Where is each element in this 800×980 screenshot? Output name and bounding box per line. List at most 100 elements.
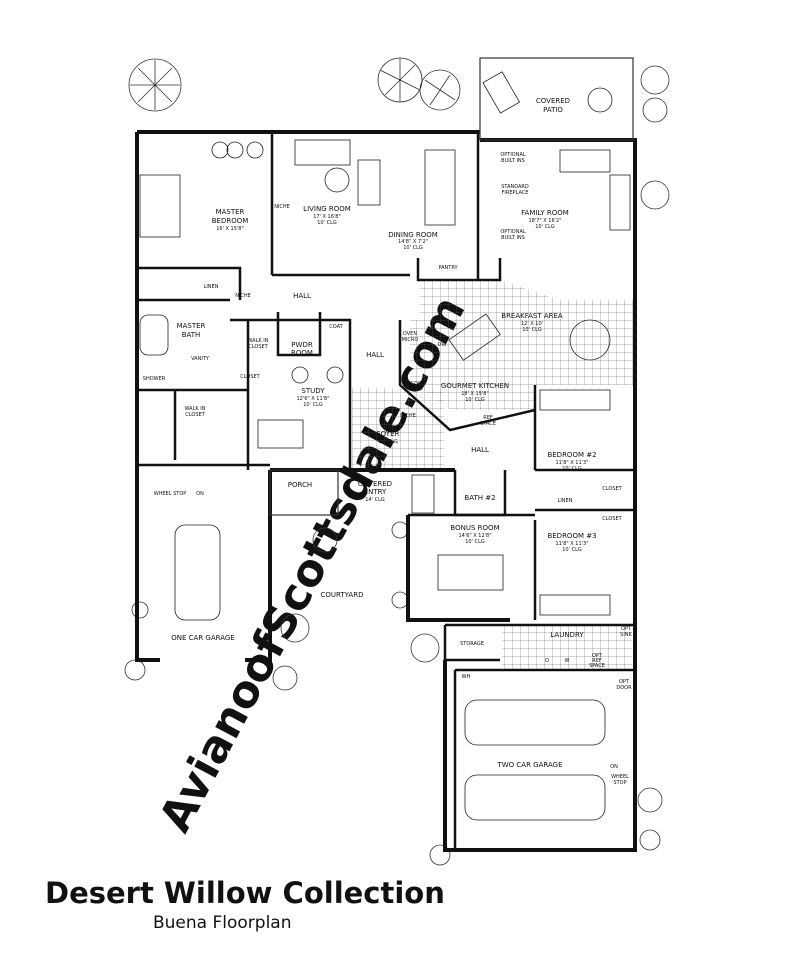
- dining-room-label: DINING ROOM 14'8" X 7'2" 10' CLG: [388, 231, 438, 251]
- breakfast-area-label: BREAKFAST AREA 12' X 10' 10' CLG: [501, 312, 563, 333]
- hall-label: HALL: [366, 351, 384, 359]
- svg-text:REF: REF: [592, 658, 602, 664]
- on-label: ON: [610, 764, 618, 770]
- porch-label: PORCH: [288, 481, 312, 489]
- svg-text:18'7" X 16'2": 18'7" X 16'2": [528, 218, 561, 224]
- opt-ref-space-label: OPT REF SPACE: [589, 653, 605, 669]
- svg-text:10' CLG: 10' CLG: [535, 224, 555, 230]
- sofa-icon: [559, 149, 611, 173]
- courtyard-label: COURTYARD: [321, 591, 364, 599]
- svg-text:BEDROOM: BEDROOM: [212, 217, 249, 225]
- study-label: STUDY 12'6" X 11'8" 10' CLG: [296, 387, 329, 408]
- bedroom-3-label: BEDROOM #3 11'8" X 11'3" 10' CLG: [547, 532, 596, 553]
- oven-micro-label: OVEN MICRO: [402, 331, 419, 343]
- svg-text:MASTER: MASTER: [216, 208, 245, 216]
- walk-in-closet-label: WALK IN CLOSET: [248, 338, 269, 350]
- foyer-label: FOYER 12' CLG: [377, 430, 400, 445]
- tile-floor: [352, 280, 635, 670]
- svg-text:14'8" X 7'2": 14'8" X 7'2": [398, 239, 428, 245]
- tree-icon: [272, 527, 338, 691]
- bedroom-2-label: BEDROOM #2 11'8" X 11'3" 10' CLG: [547, 451, 596, 472]
- kitchen-island-icon: [448, 313, 501, 361]
- pantry-label: PANTRY: [438, 265, 458, 271]
- svg-text:OPT: OPT: [621, 626, 632, 632]
- bathtub-icon: [139, 314, 169, 356]
- svg-text:DINING ROOM: DINING ROOM: [388, 231, 438, 239]
- niche-label: NICHE: [274, 204, 290, 210]
- room-labels: COVERED PATIO MASTER BEDROOM 16' X 15'8"…: [143, 97, 633, 786]
- svg-text:10' CLG: 10' CLG: [522, 327, 542, 333]
- svg-text:10' CLG: 10' CLG: [303, 402, 323, 408]
- sofa-icon: [294, 139, 351, 166]
- tree-icon: [128, 58, 182, 112]
- svg-text:11'8" X 11'3": 11'8" X 11'3": [555, 460, 588, 466]
- master-bath-label: MASTER BATH: [177, 322, 206, 339]
- svg-text:REF: REF: [483, 415, 493, 421]
- svg-text:OPT: OPT: [592, 653, 603, 659]
- dining-table-icon: [424, 149, 456, 226]
- niche-label: NICHE: [235, 293, 251, 299]
- sofa-icon: [609, 174, 631, 231]
- sofa-icon: [357, 159, 381, 206]
- svg-text:STANDARD: STANDARD: [501, 184, 529, 190]
- svg-text:14'6" X 12'8": 14'6" X 12'8": [458, 533, 491, 539]
- vanity-label: VANITY: [191, 356, 210, 362]
- svg-text:14' CLG: 14' CLG: [365, 497, 385, 503]
- svg-text:CLOSET: CLOSET: [185, 412, 205, 418]
- interior-walls: [137, 132, 635, 850]
- opt-sink-label: OPT SINK: [620, 626, 632, 638]
- pool-table-icon: [437, 554, 504, 591]
- svg-text:18' X 15'8": 18' X 15'8": [461, 391, 489, 397]
- svg-text:FOYER: FOYER: [377, 430, 400, 438]
- svg-text:10' CLG: 10' CLG: [465, 539, 485, 545]
- gourmet-kitchen-label: GOURMET KITCHEN 18' X 15'8" 10' CLG: [441, 382, 509, 403]
- svg-text:ROOM: ROOM: [291, 349, 313, 357]
- svg-text:BEDROOM #2: BEDROOM #2: [547, 451, 596, 459]
- svg-text:DOOR: DOOR: [616, 685, 632, 691]
- one-car-garage-label: ONE CAR GARAGE: [171, 634, 234, 642]
- dw-label: DW: [438, 342, 447, 348]
- bed-icon: [539, 389, 611, 411]
- hall-label: HALL: [293, 292, 311, 300]
- svg-text:OPT: OPT: [619, 679, 630, 685]
- fireplace-label: STANDARD FIREPLACE: [501, 184, 529, 196]
- svg-text:12'6" X 11'8": 12'6" X 11'8": [296, 396, 329, 402]
- master-bedroom-label: MASTER BEDROOM 16' X 15'8": [212, 208, 249, 232]
- svg-text:WALK IN: WALK IN: [248, 338, 269, 344]
- svg-text:STOP: STOP: [613, 780, 626, 786]
- bathtub-icon: [411, 474, 435, 514]
- svg-text:12' X 10': 12' X 10': [521, 321, 543, 327]
- car-icon: [174, 524, 221, 621]
- breakfast-table-icon: [569, 319, 611, 361]
- floorplan-drawing: AvianoofScottsdale.com: [124, 57, 670, 866]
- dryer-label: D: [545, 658, 549, 664]
- living-room-label: LIVING ROOM 17' X 16'8" 10' CLG: [303, 205, 351, 226]
- svg-text:COVERED: COVERED: [536, 97, 570, 105]
- svg-text:COOK: COOK: [411, 381, 426, 387]
- optional-built-ins-label: OPTIONAL BUILT INS: [500, 229, 526, 241]
- two-car-garage-label: TWO CAR GARAGE: [496, 761, 562, 769]
- ref-space-label: REF SPACE: [480, 415, 496, 427]
- hall-label: HALL: [471, 446, 489, 454]
- svg-text:FAMILY ROOM: FAMILY ROOM: [521, 209, 569, 217]
- walk-in-closet-label: WALK IN CLOSET: [185, 406, 206, 418]
- washer-label: W: [565, 658, 570, 664]
- bath-2-label: BATH #2: [464, 494, 495, 502]
- on-label: ON: [196, 491, 204, 497]
- landscape-trees: [124, 57, 670, 866]
- svg-text:SINK: SINK: [620, 632, 632, 638]
- svg-text:BONUS ROOM: BONUS ROOM: [450, 524, 499, 532]
- table-icon: [324, 167, 350, 193]
- shower-label: SHOWER: [143, 376, 166, 382]
- linen-label: LINEN: [204, 284, 219, 290]
- svg-text:17' X 16'8": 17' X 16'8": [313, 214, 341, 220]
- svg-text:BEDROOM #3: BEDROOM #3: [547, 532, 596, 540]
- svg-text:10' CLG: 10' CLG: [403, 245, 423, 251]
- water-heater-label: WH: [462, 674, 471, 680]
- svg-text:PATIO: PATIO: [543, 106, 563, 114]
- storage-label: STORAGE: [460, 641, 484, 647]
- wheel-stop-label: WHEEL STOP: [611, 774, 629, 786]
- floorplan-subtitle: Buena Floorplan: [153, 913, 292, 933]
- svg-text:MASTER: MASTER: [177, 322, 206, 330]
- svg-text:10' CLG: 10' CLG: [317, 220, 337, 226]
